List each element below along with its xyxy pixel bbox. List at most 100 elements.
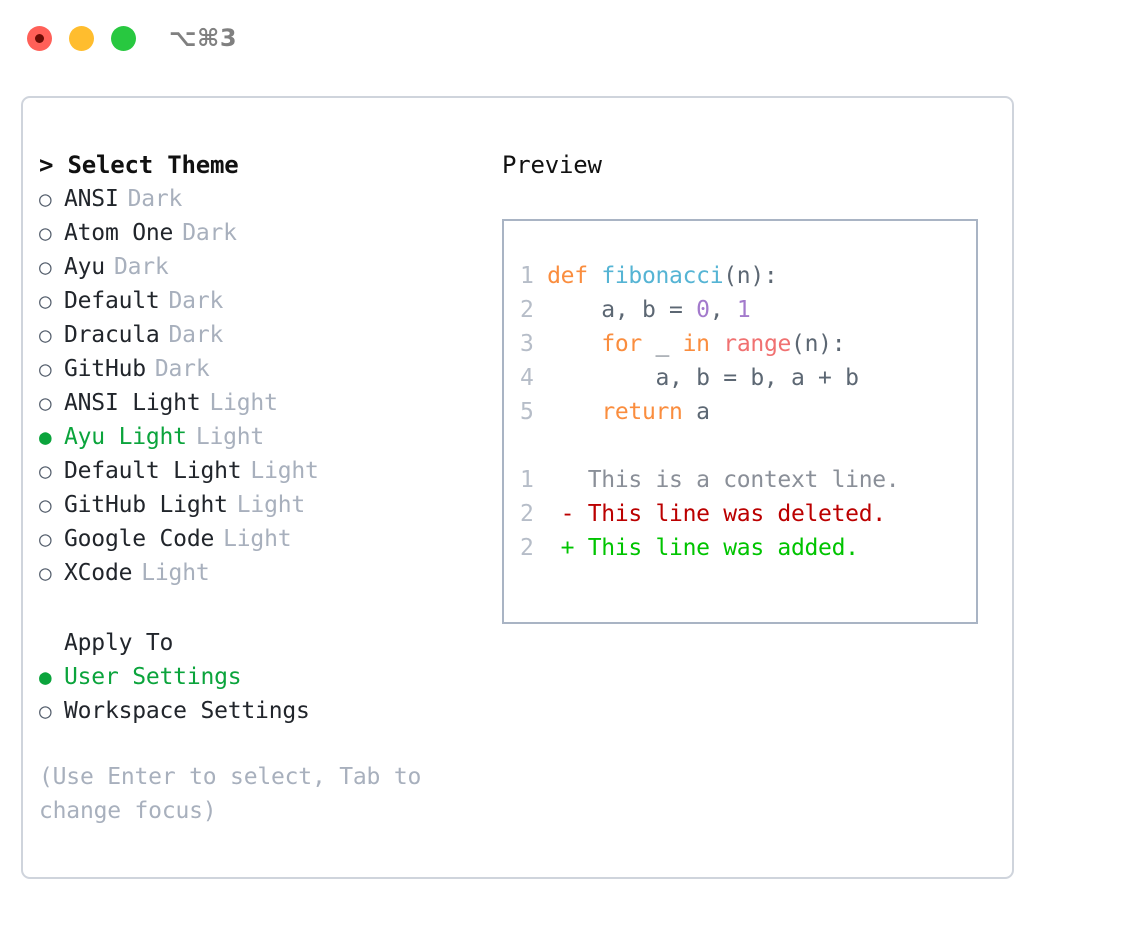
traffic-light-group [27, 26, 136, 51]
code-blank-line [520, 429, 899, 463]
radio-selected-icon: ● [39, 425, 52, 449]
code-token-punc: (n): [723, 263, 778, 289]
radio-unselected-icon: ○ [39, 323, 52, 347]
theme-option-label: ANSI [64, 186, 119, 212]
theme-option-variant-tag: Light [236, 492, 306, 518]
theme-option-label: GitHub Light [64, 492, 228, 518]
code-token-kw: for [601, 331, 642, 357]
diff-line-del: 2 - This line was deleted. [520, 497, 899, 531]
select-theme-header: > Select Theme [39, 151, 239, 179]
line-number: 5 [520, 399, 548, 425]
code-token-txt: a [682, 399, 710, 425]
radio-unselected-icon: ○ [39, 357, 52, 381]
diff-line-text: - This line was deleted. [547, 501, 886, 527]
close-button[interactable] [27, 26, 52, 51]
title-bar: ⌥⌘3 [0, 0, 1140, 78]
code-line: 3 for _ in range(n): [520, 327, 899, 361]
line-number: 2 [520, 501, 548, 527]
radio-unselected-icon: ○ [39, 493, 52, 517]
keyboard-shortcut-label: ⌥⌘3 [169, 24, 238, 52]
theme-option-variant-tag: Light [209, 390, 278, 416]
theme-option-variant-tag: Dark [113, 254, 169, 280]
theme-option-label: Ayu Light [64, 424, 187, 450]
theme-option-label: Ayu [64, 254, 105, 280]
apply-to-header: Apply To [64, 630, 174, 656]
code-token-txt: a, b = b, a + b [547, 365, 859, 391]
code-token-num: 1 [736, 297, 751, 323]
minimize-button[interactable] [69, 26, 94, 51]
maximize-button[interactable] [111, 26, 136, 51]
theme-option-google-code[interactable]: ○ Google Code Light [39, 522, 489, 556]
radio-selected-icon: ● [39, 665, 52, 689]
theme-option-variant-tag: Light [195, 424, 265, 450]
radio-unselected-icon: ○ [39, 391, 52, 415]
code-token-fn: fibonacci [601, 263, 724, 289]
theme-option-dracula[interactable]: ○ Dracula Dark [39, 318, 489, 352]
theme-option-variant-tag: Dark [168, 288, 224, 314]
theme-option-variant-tag: Dark [168, 322, 224, 348]
keyboard-hint-text: (Use Enter to select, Tab to change focu… [39, 764, 422, 824]
diff-line-add: 2 + This line was added. [520, 531, 899, 565]
code-token-call: range [723, 331, 792, 357]
theme-option-label: Default [64, 288, 160, 314]
code-token-txt [547, 331, 601, 357]
radio-unselected-icon: ○ [39, 289, 52, 313]
theme-option-variant-tag: Dark [154, 356, 210, 382]
code-token-kw: return [601, 399, 683, 425]
line-number: 3 [520, 331, 548, 357]
theme-option-variant-tag: Light [223, 526, 292, 552]
code-token-punc: (n): [791, 331, 846, 357]
radio-unselected-icon: ○ [39, 187, 52, 211]
theme-option-label: ANSI Light [64, 390, 201, 416]
radio-unselected-icon: ○ [39, 699, 52, 723]
theme-option-ayu-light[interactable]: ● Ayu Light Light [39, 420, 489, 454]
diff-line-ctx: 1 This is a context line. [520, 463, 900, 497]
diff-line-text: + This line was added. [547, 535, 859, 561]
apply-to-option-user-settings[interactable]: ●User Settings [39, 660, 489, 694]
theme-option-label: Atom One [64, 220, 174, 246]
apply-to-list[interactable]: ●User Settings ○ Workspace Settings [39, 660, 489, 728]
code-line: 1 def fibonacci(n): [520, 259, 899, 293]
theme-option-variant-tag: Dark [182, 220, 237, 246]
theme-option-variant-tag: Light [250, 458, 319, 484]
line-number: 2 [520, 297, 548, 323]
line-number: 2 [520, 535, 548, 561]
theme-option-variant-tag: Light [141, 560, 210, 586]
theme-option-label: GitHub [64, 356, 146, 382]
code-token-txt: , [709, 297, 737, 323]
radio-unselected-icon: ○ [39, 255, 52, 279]
code-token-num: 0 [696, 297, 710, 323]
theme-option-github[interactable]: ○ GitHub Dark [39, 352, 489, 386]
preview-header: Preview [502, 151, 602, 179]
theme-option-github-light[interactable]: ○ GitHub Light Light [39, 488, 489, 522]
code-token-txt: _ [641, 331, 683, 357]
theme-option-ansi-light[interactable]: ○ ANSI Light Light [39, 386, 489, 420]
radio-unselected-icon: ○ [39, 527, 52, 551]
theme-option-variant-tag: Dark [127, 186, 183, 212]
apply-to-option-label: Workspace Settings [64, 698, 310, 724]
code-token-kw: def [547, 263, 602, 289]
preview-column: Preview 1 def fibonacci(n):2 a, b = 0, 1… [502, 148, 992, 624]
theme-option-ayu[interactable]: ○ Ayu Dark [39, 250, 489, 284]
code-token-txt: a, b = [547, 297, 697, 323]
theme-option-ansi[interactable]: ○ ANSI Dark [39, 182, 489, 216]
theme-option-label: Dracula [64, 322, 160, 348]
theme-option-default[interactable]: ○ Default Dark [39, 284, 489, 318]
apply-to-option-workspace-settings[interactable]: ○ Workspace Settings [39, 694, 489, 728]
code-line: 5 return a [520, 395, 899, 429]
code-line: 2 a, b = 0, 1 [520, 293, 899, 327]
theme-option-label: Google Code [64, 526, 215, 552]
line-number: 4 [520, 365, 548, 391]
code-token-kw: in [682, 331, 710, 357]
theme-option-label: XCode [64, 560, 133, 586]
line-number: 1 [520, 263, 548, 289]
